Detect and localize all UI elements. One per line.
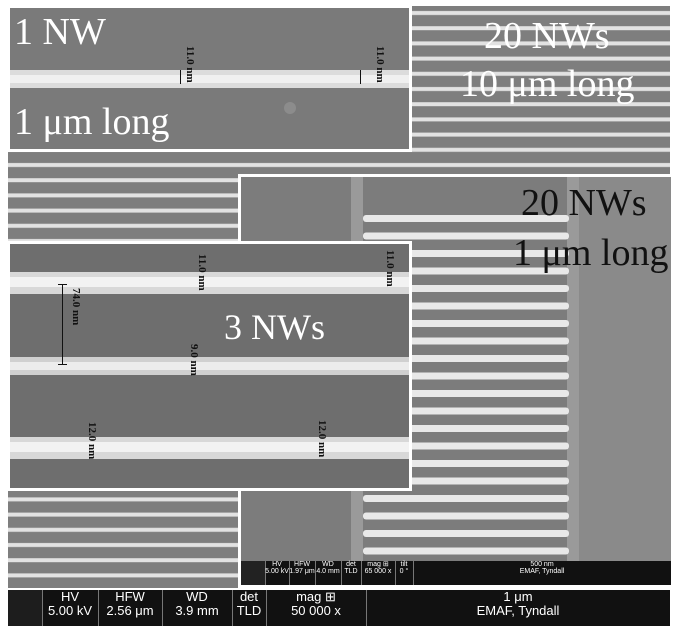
comb-nanowire — [363, 320, 569, 327]
panel-title: 20 NWs — [484, 15, 610, 57]
comb-nanowire — [363, 285, 569, 292]
measure-marker — [180, 70, 181, 84]
measure-label: 11.0 nm — [184, 46, 196, 83]
pitch-marker-cap — [58, 284, 67, 285]
panel-title: 3 NWs — [224, 307, 325, 347]
comb-nanowire — [363, 355, 569, 362]
comb-nanowire — [363, 232, 569, 240]
panel-title: 1 NW — [14, 11, 106, 53]
lab-name: EMAF, Tyndall — [519, 568, 565, 576]
lab-name: EMAF, Tyndall — [476, 602, 560, 618]
comb-nanowire — [363, 425, 569, 432]
measure-label: 9.0 nm — [188, 344, 200, 376]
databar-logo — [8, 590, 43, 626]
comb-nanowire — [363, 215, 569, 222]
measure-label: 74.0 nm — [70, 288, 82, 326]
pitch-marker-cap — [58, 364, 67, 365]
measure-label: 11.0 nm — [384, 250, 396, 287]
comb-nanowire — [363, 530, 569, 537]
measure-marker — [360, 70, 361, 84]
comb-nanowire — [363, 460, 569, 467]
scale-bar-label: 500 nm — [530, 561, 554, 568]
comb-nanowire — [363, 547, 569, 555]
mag-field: mag ⊞50 000 x — [266, 590, 367, 626]
comb-nanowires — [351, 177, 671, 585]
measure-label: 11.0 nm — [374, 46, 386, 83]
comb-nanowire — [363, 390, 569, 397]
single-nanowire — [10, 70, 409, 114]
measure-label: 12.0 nm — [86, 422, 98, 460]
comb-nanowire — [363, 267, 569, 275]
comb-nanowire — [363, 512, 569, 520]
panel-length: 1 μm long — [513, 232, 669, 274]
panel-length: 1 μm long — [14, 101, 170, 143]
panel-one-nanowire: 1 NW 1 μm long 11.0 nm 11.0 nm — [7, 5, 412, 152]
three-nanowires — [10, 272, 409, 459]
panel-title: 20 NWs — [521, 182, 647, 224]
scale-field: 1 μm EMAF, Tyndall — [366, 590, 670, 626]
comb-nanowire — [363, 337, 569, 345]
panel-length: 10 μm long — [460, 63, 635, 105]
comb-nanowire — [363, 495, 569, 502]
comb-nanowire — [363, 302, 569, 310]
comb-nanowire — [363, 442, 569, 450]
comb-nanowire — [363, 407, 569, 415]
comb-nanowire — [363, 477, 569, 485]
pitch-marker — [62, 284, 63, 364]
mag-field: mag ⊞65 000 x — [361, 561, 396, 585]
scale-bar-label: 1 μm — [503, 589, 533, 604]
measure-label: 11.0 nm — [196, 254, 208, 291]
databar-logo — [241, 561, 266, 585]
comb-nanowire — [363, 250, 569, 257]
scale-field: 500 nm EMAF, Tyndall — [413, 561, 671, 585]
measure-label: 12.0 nm — [316, 420, 328, 458]
panel-three-nanowires: 3 NWs 74.0 nm 11.0 nm 11.0 nm 9.0 nm 12.… — [7, 241, 412, 491]
comb-nanowire — [363, 372, 569, 380]
